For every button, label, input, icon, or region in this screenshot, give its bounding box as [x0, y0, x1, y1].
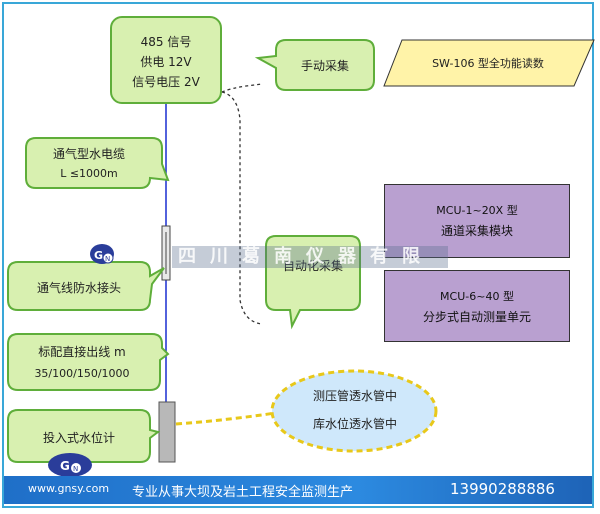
svg-text:G: G	[94, 249, 103, 262]
sensor-signal: 485 信号	[140, 35, 192, 49]
manual-callout	[254, 39, 375, 91]
reader-label: SW-106 型全功能读数	[432, 57, 544, 70]
footer-phone: 13990288886	[450, 480, 555, 498]
cable-callout	[25, 137, 170, 189]
dashed-brace	[221, 91, 263, 325]
footer-url[interactable]: www.gnsy.com	[28, 482, 110, 495]
cable-label-2: L ≤1000m	[60, 167, 118, 180]
direct-label-2: 35/100/150/1000	[34, 367, 130, 380]
gauge-label: 投入式水位计	[42, 431, 115, 445]
joint-label: 通气线防水接头	[36, 281, 121, 295]
company-watermark: 四川葛南仪器有限公司	[172, 246, 448, 289]
apps-label-1: 测压管透水管中	[312, 389, 397, 403]
sensor-box: 485 信号 供电 12V 信号电压 2V	[110, 16, 222, 104]
gauge-callout	[7, 409, 161, 463]
gn-logo-icon: G N	[90, 244, 114, 264]
module-1: MCU-1~20X 型 通道采集模块	[384, 184, 570, 258]
apps-label-2: 库水位透水管中	[312, 417, 397, 431]
reader-shape	[383, 39, 595, 87]
sensor-voltage: 信号电压 2V	[132, 75, 200, 89]
direct-callout	[7, 333, 170, 391]
footer-slogan: 专业从事大坝及岩土工程安全监测生产	[132, 485, 354, 500]
auto-label: 自动化采集	[282, 259, 343, 273]
svg-text:N: N	[73, 465, 78, 473]
svg-text:G: G	[60, 459, 70, 473]
module-1-desc: 通道采集模块	[440, 224, 513, 238]
dotted-link	[175, 410, 283, 426]
module-2-model: MCU-6~40 型	[440, 290, 514, 303]
auto-callout	[265, 235, 361, 330]
joint-callout	[7, 261, 165, 311]
cable-label-1: 通气型水电缆	[52, 147, 125, 161]
diagram-frame	[2, 2, 594, 508]
direct-label-1: 标配直接出线 m	[38, 345, 126, 359]
footer-bar: www.gnsy.com 专业从事大坝及岩土工程安全监测生产 139902888…	[4, 476, 592, 504]
apps-ellipse	[270, 369, 438, 453]
module-1-model: MCU-1~20X 型	[436, 204, 518, 217]
module-2-desc: 分步式自动测量单元	[422, 310, 531, 324]
gauge-shape	[158, 401, 176, 463]
svg-text:N: N	[105, 255, 110, 263]
gn-logo-bottom-icon: G N	[48, 453, 92, 477]
module-2: MCU-6~40 型 分步式自动测量单元	[384, 270, 570, 342]
manual-label: 手动采集	[300, 59, 349, 73]
sensor-power: 供电 12V	[140, 55, 192, 69]
